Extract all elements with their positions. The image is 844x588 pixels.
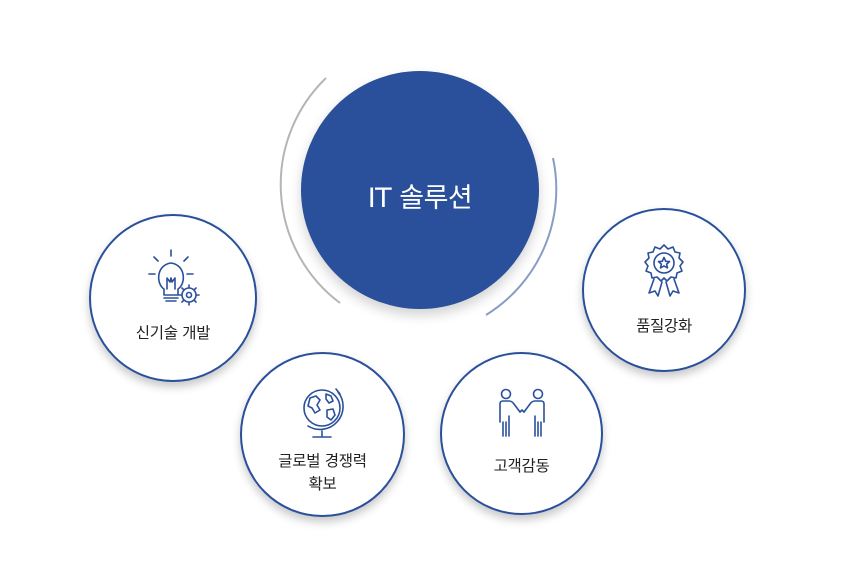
- node-new-tech: 신기술 개발: [89, 214, 257, 382]
- node-label-line2: 확보: [308, 475, 337, 493]
- globe-icon: [302, 388, 344, 438]
- node-label-line1: 글로벌 경쟁력: [278, 452, 367, 470]
- node-label: 신기술 개발: [135, 324, 211, 342]
- orbit-arc-left: [279, 77, 341, 304]
- node-label: 글로벌 경쟁력 확보: [242, 450, 403, 496]
- award-badge-icon: [644, 244, 684, 297]
- node-quality: 품질강화: [582, 208, 746, 372]
- node-label: 고객감동: [493, 457, 550, 475]
- lightbulb-gear-icon: [148, 249, 200, 306]
- node-global-competitiveness: 글로벌 경쟁력 확보: [240, 352, 405, 517]
- center-title: IT 솔루션: [367, 182, 473, 214]
- orbit-arc-right: [485, 157, 558, 316]
- handshake-people-icon: [498, 388, 545, 437]
- node-customer-satisfaction: 고객감동: [440, 352, 603, 515]
- node-label: 품질강화: [636, 317, 692, 335]
- center-circle: IT 솔루션: [301, 71, 539, 309]
